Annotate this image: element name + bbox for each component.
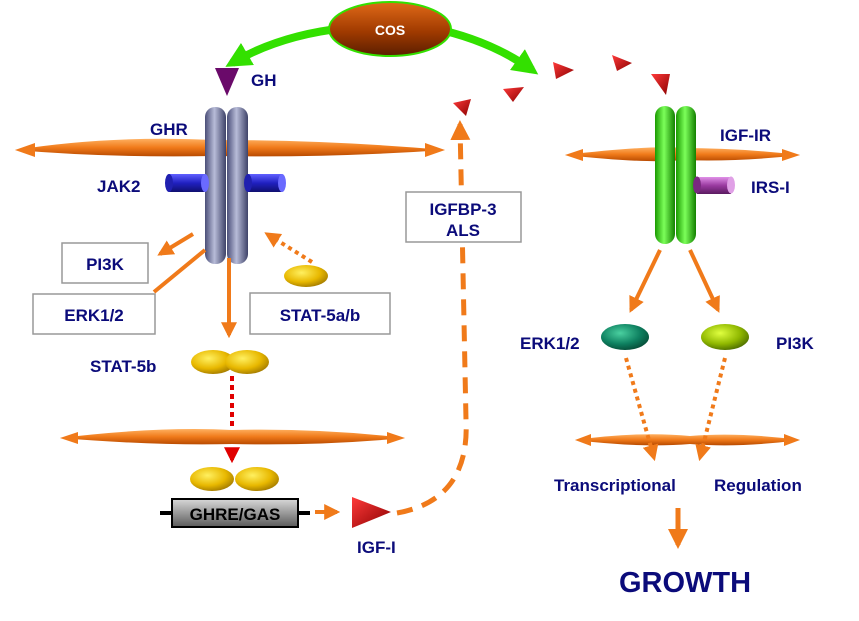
gh-label: GH <box>251 71 277 90</box>
igf1r-receptor <box>655 106 696 244</box>
line-to-erk <box>152 248 207 294</box>
transcriptional-label: Transcriptional <box>554 476 676 495</box>
arrow-to-pi3k <box>157 232 195 256</box>
jak2-left <box>165 174 209 192</box>
cos-source: COS <box>225 1 539 75</box>
igf1-label: IGF-I <box>357 538 396 557</box>
stat5b-dimer <box>191 350 269 374</box>
pi3k-right-label: PI3K <box>776 334 815 353</box>
green-arrow-left <box>225 24 346 67</box>
igf1r-label: IGF-IR <box>720 126 771 145</box>
erk-right-label: ERK1/2 <box>520 334 580 353</box>
cos-ellipse <box>328 1 452 57</box>
cos-label: COS <box>375 22 405 38</box>
arrow-to-erk-right <box>629 249 662 313</box>
erk-left-label: ERK1/2 <box>64 306 124 325</box>
stat5ab-protein <box>284 265 328 287</box>
regulation-label: Regulation <box>714 476 802 495</box>
ghr-receptor <box>205 107 248 264</box>
erk-box-left: ERK1/2 <box>32 293 156 335</box>
dotted-arrow-stat-to-receptor <box>264 232 314 264</box>
jak2-label: JAK2 <box>97 177 140 196</box>
igfbp3-label: IGFBP-3 <box>429 200 496 219</box>
irs1-label: IRS-I <box>751 178 790 197</box>
stat5b-dna-dimer <box>190 467 279 491</box>
jak2-right <box>244 174 286 192</box>
igf1-ligand <box>352 497 391 528</box>
igf1-secretion-arrow <box>396 120 471 516</box>
stat5ab-label: STAT-5a/b <box>280 306 361 325</box>
arrow-to-pi3k-right <box>688 249 720 313</box>
pi3k-box-left: PI3K <box>61 242 149 284</box>
dotted-arrow-erk <box>624 357 659 462</box>
erk-right-protein <box>601 324 649 350</box>
stat5ab-box: STAT-5a/b <box>249 292 391 335</box>
irs1-protein <box>693 176 735 194</box>
nuclear-membrane-right <box>575 434 800 446</box>
stat5b-label: STAT-5b <box>90 357 156 376</box>
gh-ligand <box>215 68 239 96</box>
als-label: ALS <box>446 221 480 240</box>
dotted-arrow-pi3k <box>695 357 727 462</box>
igfbp3-als-box: IGFBP-3 ALS <box>405 191 522 243</box>
circulating-igf1 <box>453 55 670 116</box>
pi3k-right-protein <box>701 324 749 350</box>
ghre-gas-element: GHRE/GAS <box>160 498 310 528</box>
nuclear-membrane-left <box>60 429 405 445</box>
ghre-label: GHRE/GAS <box>190 505 281 524</box>
growth-label: GROWTH <box>619 567 751 599</box>
ghr-label: GHR <box>150 120 188 139</box>
pi3k-left-label: PI3K <box>86 255 125 274</box>
